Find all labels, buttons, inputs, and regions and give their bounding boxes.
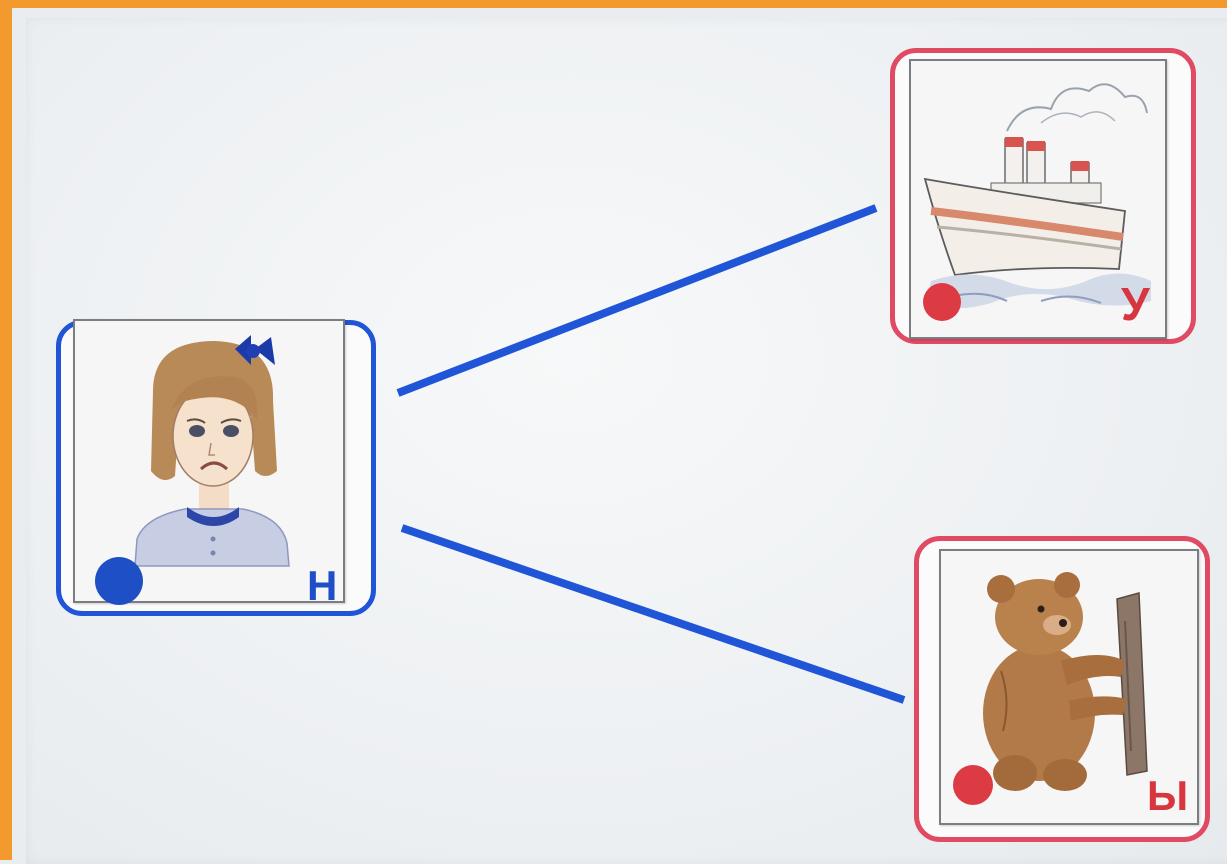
bear-with-log-icon — [983, 572, 1148, 791]
edge-girl-ship — [396, 204, 878, 397]
connector-lines — [396, 204, 906, 704]
node-girl-picture-frame — [73, 319, 345, 603]
node-bear[interactable]: Ы — [914, 536, 1210, 842]
node-ship-marker — [923, 283, 961, 321]
node-ship-letter: У — [1121, 278, 1150, 330]
node-girl[interactable]: Н — [56, 319, 376, 616]
node-ship[interactable]: У — [890, 48, 1196, 344]
edge-girl-bear — [400, 524, 906, 704]
steamship-icon — [923, 83, 1151, 309]
node-girl-letter: Н — [307, 562, 338, 609]
node-bear-marker — [953, 765, 993, 805]
sad-girl-icon — [134, 335, 290, 567]
diagram-board: Н — [26, 18, 1227, 864]
node-bear-letter: Ы — [1147, 772, 1189, 819]
node-girl-marker — [95, 557, 143, 605]
